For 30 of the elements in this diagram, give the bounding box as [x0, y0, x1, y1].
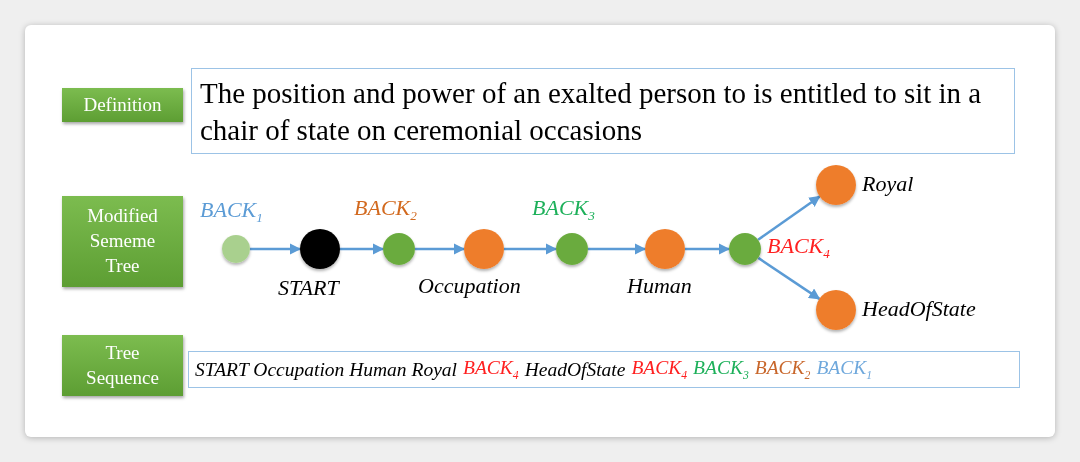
- section-label: Tree Sequence: [62, 335, 183, 396]
- node-label: Human: [627, 273, 692, 299]
- sequence-token: BACK$_{3}$: [693, 357, 749, 382]
- sequence-token: HeadOfState: [524, 358, 626, 381]
- definition-box: [191, 68, 1015, 154]
- node-label: BACK$_{3}$: [532, 195, 595, 225]
- arrow: [757, 256, 821, 300]
- node-label: Occupation: [418, 273, 521, 299]
- sequence-box: [188, 351, 1020, 388]
- definition-text: The position and power of an exalted person to is entitled to sit in a chair of state on ceremonial occasions: [200, 76, 983, 148]
- sequence-token: BACK$_{2}$: [754, 357, 811, 382]
- section-label: Definition: [62, 88, 183, 122]
- arrow: [685, 243, 731, 255]
- sequence-token: BACK$_{4}$: [631, 357, 688, 382]
- node-label: BACK$_{4}$: [767, 233, 830, 263]
- arrow: [504, 243, 558, 255]
- arrow: [757, 195, 821, 241]
- arrow: [415, 243, 466, 255]
- arrow: [250, 243, 302, 255]
- sequence-token: BACK$_{1}$: [816, 357, 873, 382]
- node-label: Royal: [862, 171, 914, 197]
- sequence-token: START Occupation Human Royal: [195, 358, 457, 381]
- section-label: Modified Sememe Tree: [62, 196, 183, 287]
- node-label: HeadOfState: [862, 296, 976, 322]
- arrow: [588, 243, 647, 255]
- sequence-token: BACK$_{4}$: [462, 357, 519, 382]
- node-label: START: [278, 275, 339, 301]
- node-label: BACK$_{2}$: [354, 195, 417, 225]
- node-label: BACK$_{1}$: [200, 197, 263, 227]
- arrow: [340, 243, 385, 255]
